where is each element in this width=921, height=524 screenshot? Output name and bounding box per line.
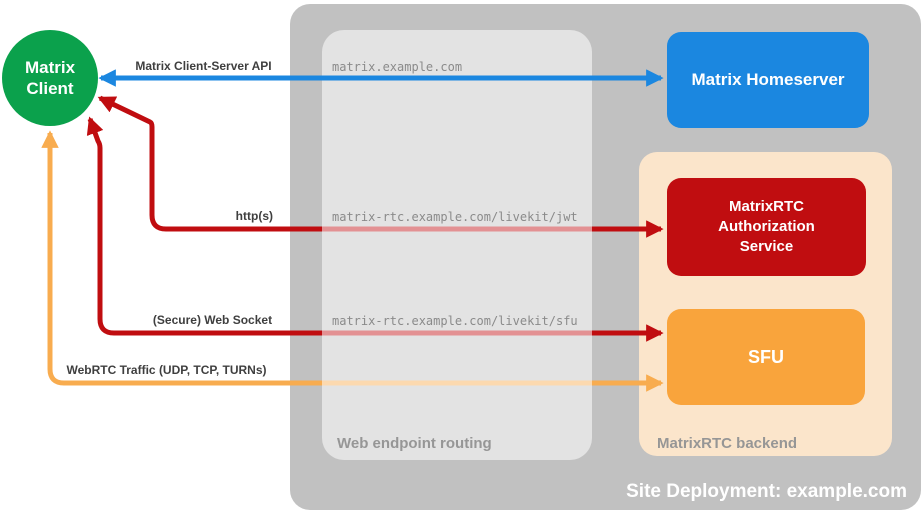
matrix-homeserver-label: Matrix Homeserver [691, 70, 845, 89]
client-server-api-arrow-label: Matrix Client-Server API [135, 59, 272, 73]
matrixrtc-backend-label: MatrixRTC backend [657, 435, 798, 452]
sfu-label: SFU [748, 346, 784, 367]
websocket-arrow-label: (Secure) Web Socket [152, 313, 273, 327]
endpoint-livekit-sfu: matrix-rtc.example.com/livekit/sfu [332, 314, 578, 328]
web-endpoint-routing-label: Web endpoint routing [337, 435, 492, 452]
http-arrow-label: http(s) [235, 209, 273, 223]
matrixrtc-authorization-service-label: MatrixRTC Authorization Service [718, 197, 815, 256]
webrtc-traffic-arrow-label: WebRTC Traffic (UDP, TCP, TURNs) [66, 363, 267, 377]
sfu-node: SFU [667, 309, 865, 405]
matrix-client-node: Matrix Client [2, 30, 98, 126]
site-deployment-title: Site Deployment: example.com [626, 481, 907, 502]
matrixrtc-authorization-service-node: MatrixRTC Authorization Service [667, 178, 866, 276]
matrix-homeserver-node: Matrix Homeserver [667, 32, 869, 128]
endpoint-livekit-jwt: matrix-rtc.example.com/livekit/jwt [332, 210, 578, 224]
web-endpoint-routing-box [322, 30, 592, 460]
endpoint-matrix-homeserver: matrix.example.com [332, 60, 463, 74]
matrix-client-label: Matrix Client [24, 57, 76, 98]
